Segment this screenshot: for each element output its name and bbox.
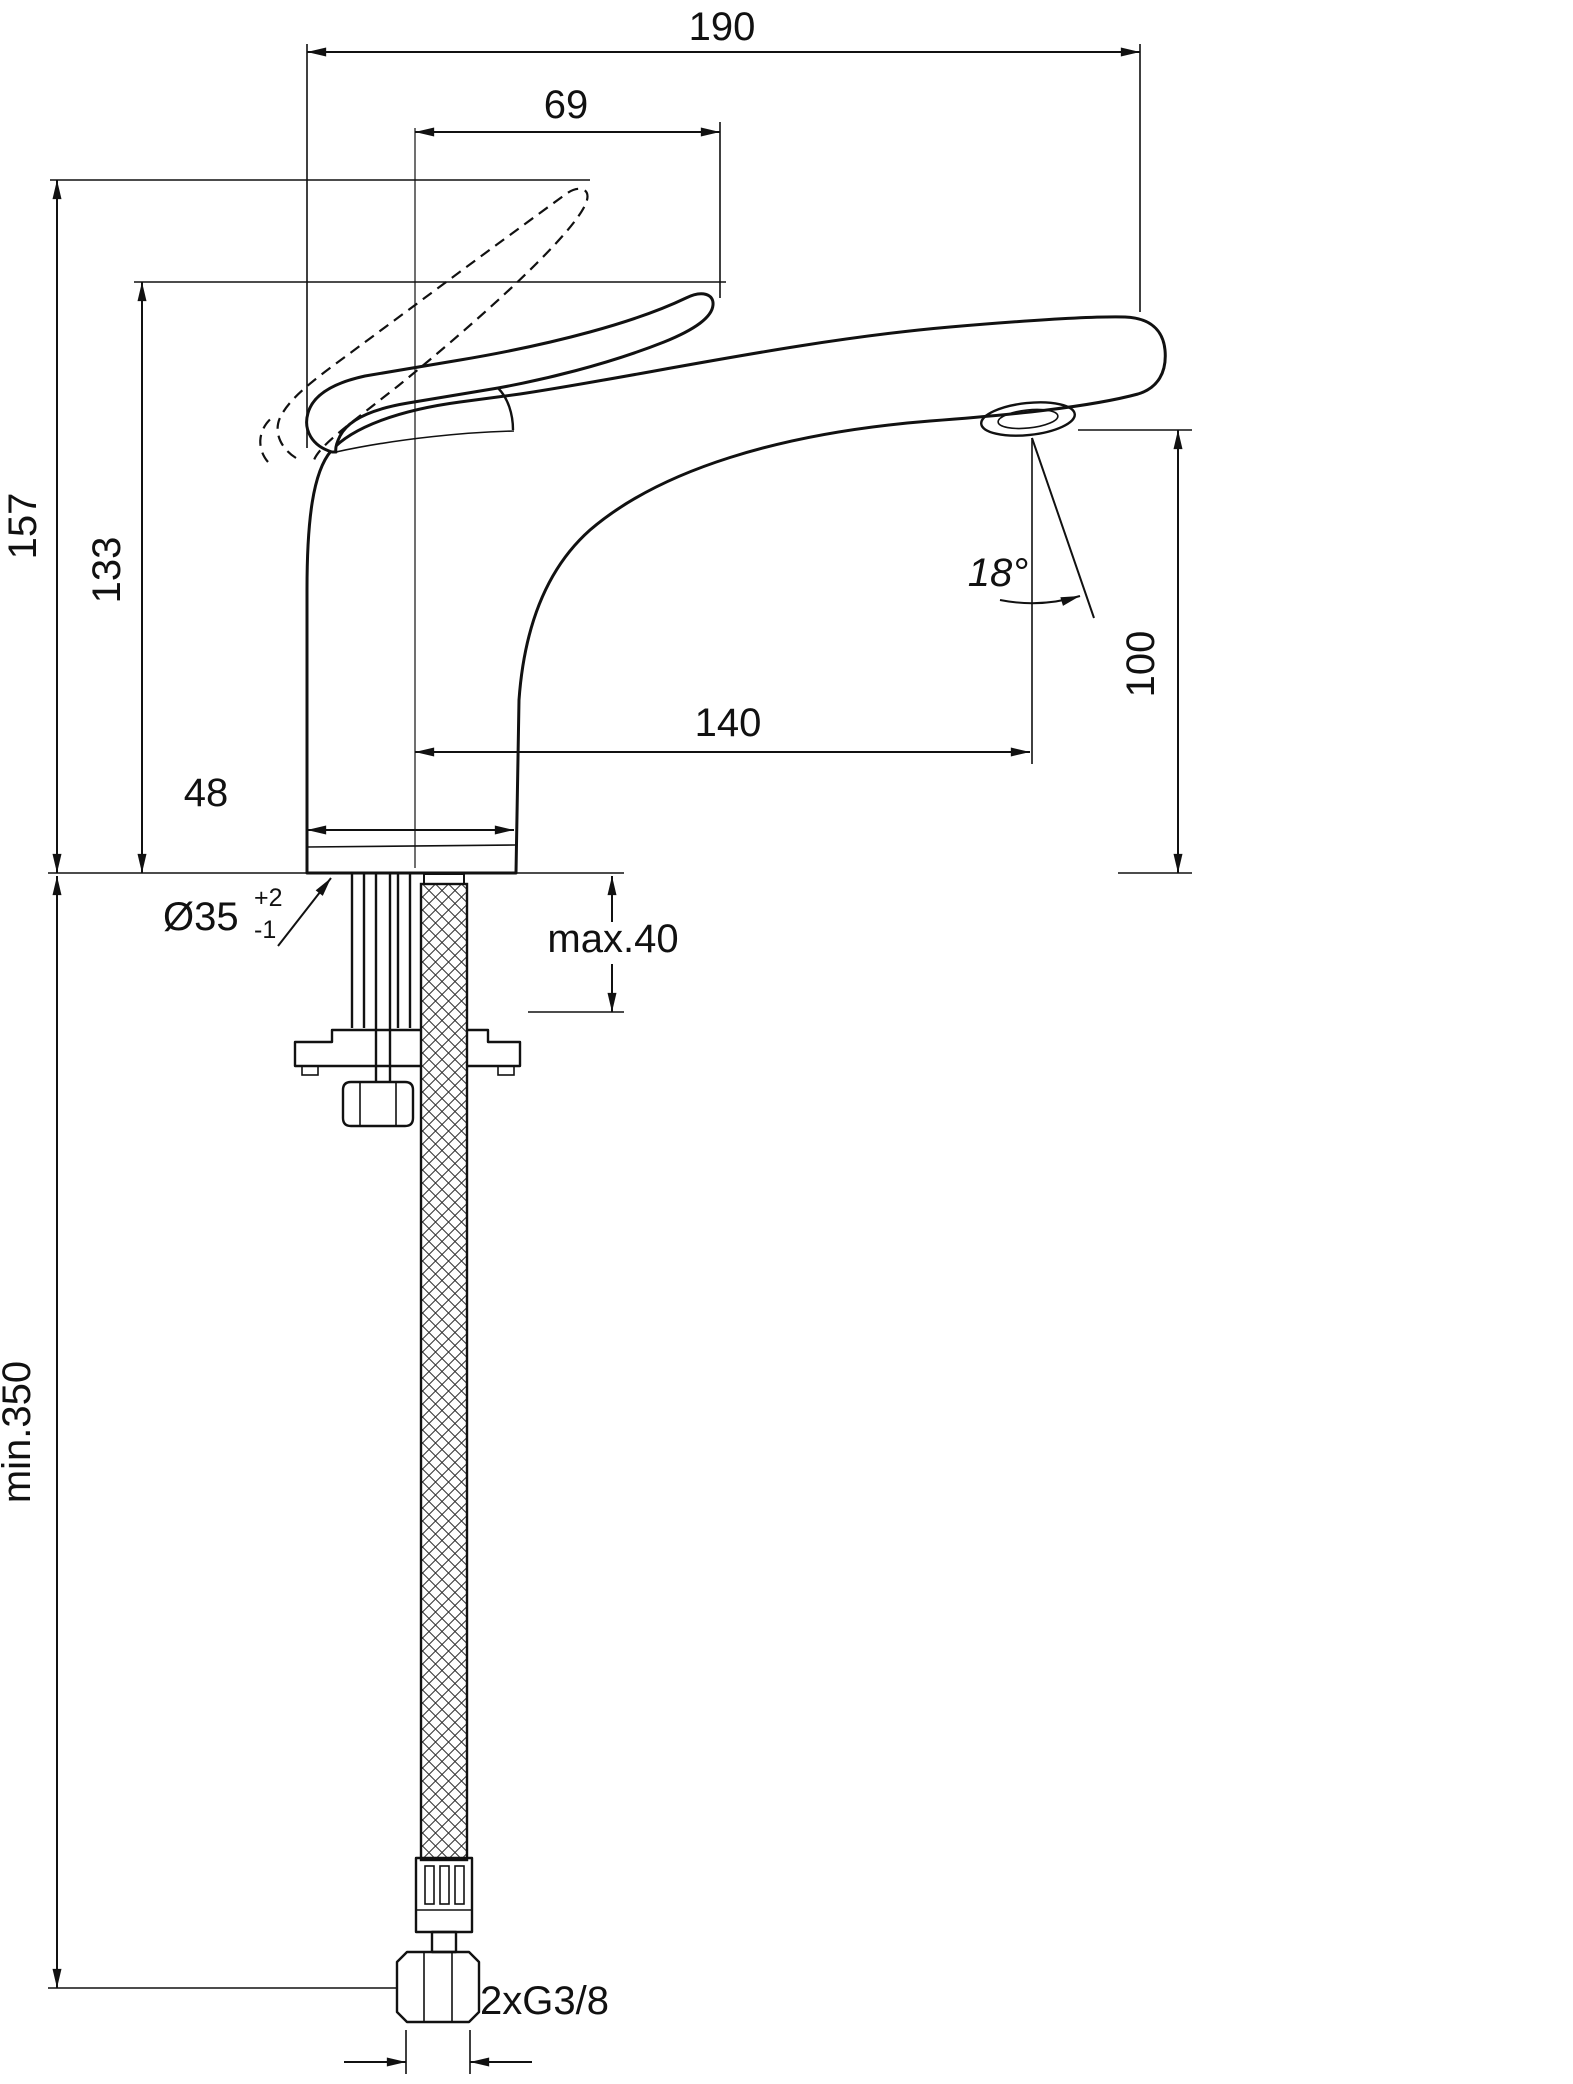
dim-outlet-height: 100 — [1078, 429, 1192, 874]
handle-lever — [305, 292, 715, 454]
dim-label-spout-reach: 140 — [695, 701, 762, 745]
fixing-nut — [341, 1080, 415, 1128]
faucet-body-outline — [305, 315, 1167, 875]
dim-base-width: 48 — [184, 771, 514, 835]
dimensions: 190 69 157 133 18° 100 — [0, 5, 1192, 2074]
dim-spout-reach: 140 — [415, 701, 1030, 757]
below-deck-assembly — [293, 873, 522, 2024]
dim-label-outlet-height: 100 — [1119, 631, 1163, 698]
aerator — [980, 401, 1076, 437]
handle-raised-position — [276, 187, 589, 461]
handle-raised-collar — [259, 415, 275, 463]
dim-label-hole-tol-plus: +2 — [254, 884, 283, 912]
dim-label-overall-width: 190 — [689, 5, 756, 49]
base-seam — [306, 844, 516, 848]
dim-deck-thickness: max.40 — [514, 872, 679, 1013]
dim-label-hole-dia: Ø35 — [163, 895, 239, 939]
dim-label-hole-tol-minus: -1 — [254, 916, 276, 944]
dim-spout-angle: 18° — [968, 437, 1095, 764]
dim-label-height-total: 157 — [1, 493, 45, 560]
dim-label-thread: 2xG3/8 — [480, 1979, 609, 2023]
shank-pipes — [350, 873, 412, 1028]
dim-overall-width: 190 — [306, 5, 1141, 448]
dim-connection-thread: 2xG3/8 — [344, 1979, 609, 2074]
hose-end-fitting — [395, 1856, 481, 2024]
dim-handle-reach: 69 — [415, 83, 721, 298]
threaded-stud — [374, 873, 392, 1082]
washer-tab-left — [301, 1065, 319, 1076]
braided-hose — [419, 882, 469, 1862]
dim-hole-diameter: Ø35 +2 -1 — [163, 877, 332, 947]
dim-label-base-width: 48 — [184, 771, 229, 815]
faucet — [259, 128, 1167, 875]
body-top-seam — [335, 430, 515, 453]
dim-label-max-deck: max.40 — [547, 917, 678, 961]
washer-tab-right — [497, 1065, 515, 1076]
dim-label-handle-reach: 69 — [544, 83, 589, 127]
dim-label-height-handle: 133 — [85, 537, 129, 604]
aerator-inner — [997, 408, 1059, 430]
dim-label-angle: 18° — [968, 551, 1029, 595]
dim-height-handle: 133 — [85, 281, 726, 873]
dim-hose-length: min.350 — [0, 876, 396, 1989]
dim-height-total: 157 — [1, 179, 590, 874]
handle-body-joint — [497, 387, 515, 431]
dim-label-min-hose: min.350 — [0, 1361, 39, 1503]
fixing-nut-facets — [359, 1082, 397, 1126]
hose-nut — [395, 1950, 481, 2024]
mounting-washer — [293, 1028, 522, 1068]
